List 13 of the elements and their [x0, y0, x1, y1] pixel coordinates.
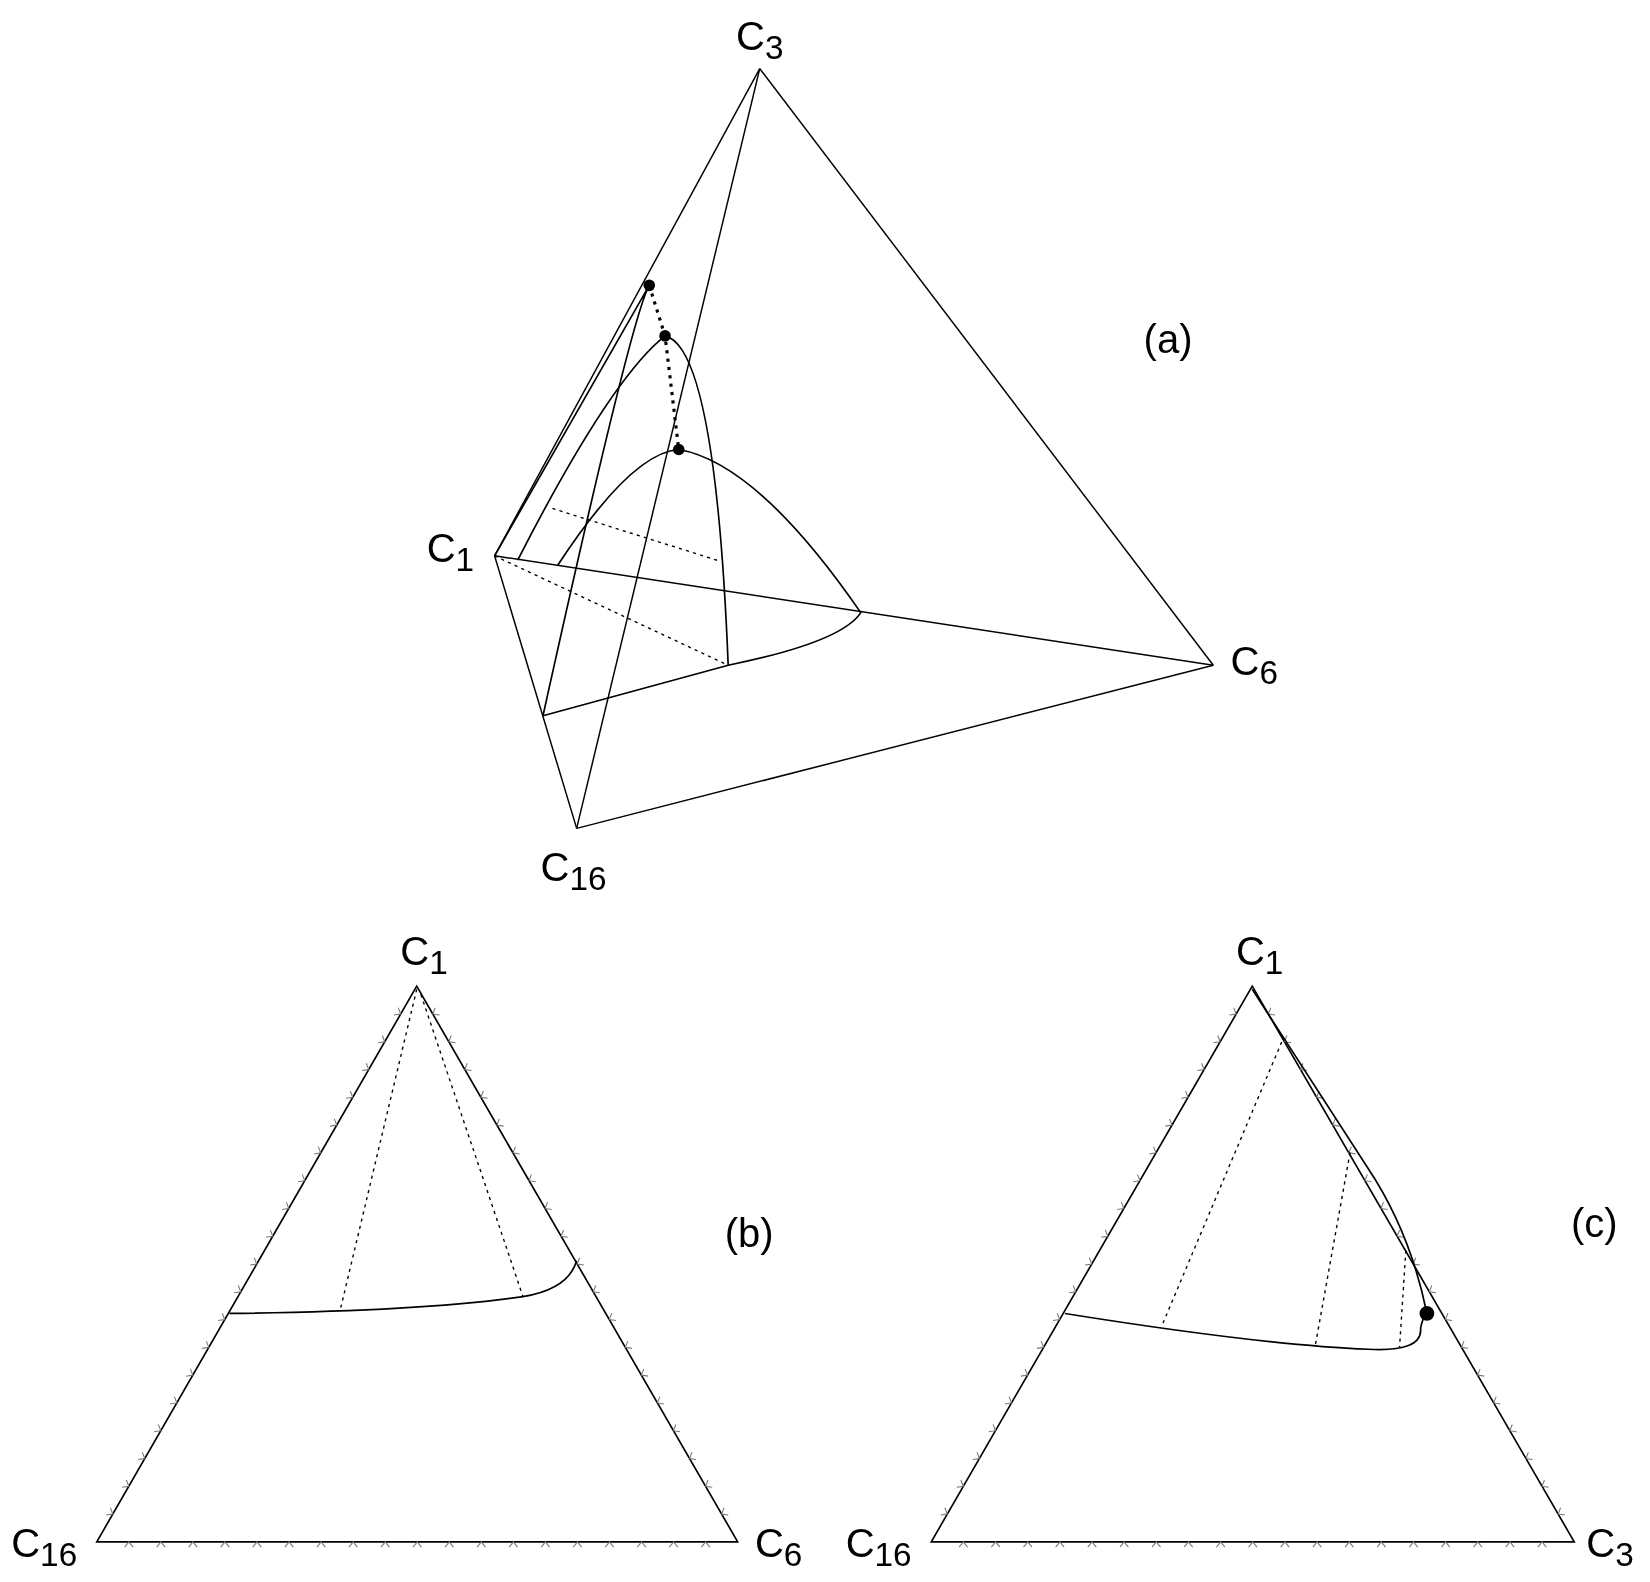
vertex-label: C$_{6}$	[754, 1522, 803, 1572]
vertex-label: C$_{1}$	[400, 931, 448, 980]
vertex-label: C$_{16}$	[540, 847, 607, 896]
panel-label: (a)	[1143, 318, 1193, 359]
panel-label: (b)	[724, 1213, 774, 1254]
vertex-label: C$_{1}$	[426, 528, 475, 577]
vertex-label: C$_{3}$	[1586, 1522, 1634, 1572]
vertex-label: C$_{1}$	[1235, 931, 1284, 980]
vertex-label: C$_{6}$	[1230, 640, 1279, 690]
panel-label: (c)	[1570, 1202, 1618, 1243]
vertex-label: C$_{16}$	[845, 1522, 912, 1572]
vertex-label: C$_{3}$	[736, 15, 784, 65]
vertex-label: C$_{16}$	[11, 1522, 78, 1572]
